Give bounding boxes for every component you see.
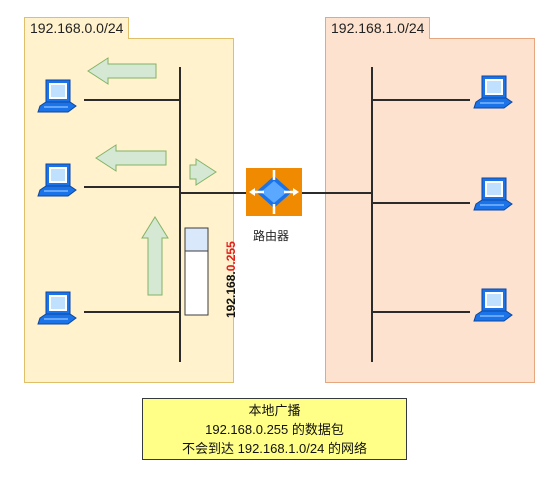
router-icon [246, 168, 302, 216]
packet-address-host: 0.255 [224, 241, 238, 272]
packet-address-label: 192.168.0.255 [224, 241, 238, 318]
note-line: 不会到达 192.168.1.0/24 的网络 [182, 441, 367, 456]
laptop-icon [37, 291, 77, 325]
arrow-icon [189, 158, 217, 186]
router-label: 路由器 [253, 229, 290, 243]
packet-body [184, 250, 209, 316]
note-box: 本地广播 192.168.0.255 的数据包 不会到达 192.168.1.0… [142, 398, 407, 460]
laptop-icon [473, 288, 513, 322]
packet-address-prefix: 192.168. [224, 271, 238, 318]
arrow-icon [95, 144, 167, 172]
laptop-icon [37, 79, 77, 113]
packet-header [184, 227, 209, 252]
note-line: 192.168.0.255 的数据包 [205, 422, 344, 437]
arrow-icon [87, 57, 157, 85]
subnet-b-label: 192.168.1.0/24 [325, 17, 431, 39]
laptop-icon [473, 177, 513, 211]
laptop-icon [37, 163, 77, 197]
arrow-icon [141, 216, 169, 296]
subnet-a-label: 192.168.0.0/24 [24, 17, 130, 39]
note-line: 本地广播 [248, 403, 301, 418]
laptop-icon [473, 75, 513, 109]
